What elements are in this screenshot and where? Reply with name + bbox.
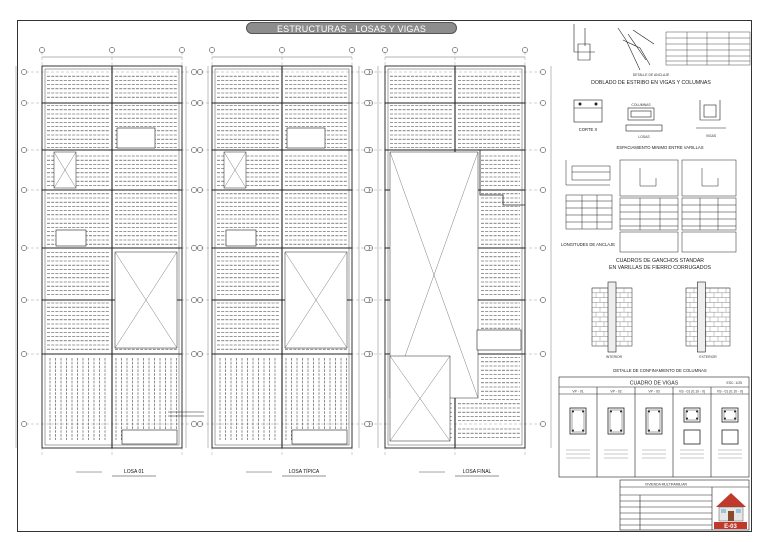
axis-bubble [21, 297, 27, 303]
beam-schedule-scale: ESC. 1/25 [727, 381, 743, 385]
plan-title-losa-01: LOSA 01 [124, 469, 144, 475]
beam-section [718, 407, 742, 459]
hooks-title-1: CUADROS DE GANCHOS STANDAR [616, 258, 704, 264]
corte-x-label: CORTE X [579, 127, 598, 132]
anchorage-detail [565, 160, 613, 230]
axis-bubble [382, 47, 388, 53]
spacing-title: ESPACIAMIENTO MINIMO ENTRE VARILLAS [616, 145, 703, 150]
anchor-detail [573, 24, 655, 71]
floor-plan-losa-01: LOSA 01 [15, 47, 209, 477]
axis-bubble [191, 100, 197, 106]
axis-bubble [364, 100, 370, 106]
axis-bubble [540, 69, 546, 75]
confinement-title: DETALLE DE CONFINAMIENTO DE COLUMNAS [613, 368, 707, 373]
sheet-number: E-03 [724, 524, 737, 530]
axis-bubble [540, 351, 546, 357]
axis-bubble [540, 297, 546, 303]
axis-bubble [21, 69, 27, 75]
beam-col-header: VS - 01 (0.10 - 0) [717, 390, 743, 394]
axis-bubble [364, 187, 370, 193]
axis-bubble [191, 351, 197, 357]
axis-bubble [364, 245, 370, 251]
axis-bubble [364, 351, 370, 357]
floor-plan-losa-tipica: LOSA TÍPICA [185, 47, 379, 477]
columnas-label: COLUMNAS [631, 103, 651, 107]
beam-schedule-title: CUADRO DE VIGAS [630, 381, 679, 387]
beam-col-header: VP - 01 [572, 390, 583, 394]
column-confinement-detail [591, 281, 731, 353]
axis-bubble [21, 421, 27, 427]
sheet-frame [17, 20, 752, 532]
beam-section [604, 407, 628, 459]
axis-bubble [452, 47, 458, 53]
axis-bubble [279, 47, 285, 53]
axis-bubble [349, 47, 355, 53]
beam-col-header: VS - 01 (0.10 - 0) [679, 390, 705, 394]
bar-table [665, 31, 751, 66]
axis-bubble [21, 100, 27, 106]
axis-bubble [21, 245, 27, 251]
beam-col-header: VP - 03 [648, 390, 659, 394]
axis-bubble [540, 421, 546, 427]
axis-bubble [191, 421, 197, 427]
anchor-title-1: DETALLE DE ANCLAJE [633, 73, 670, 77]
beam-col-header: VP - 02 [610, 390, 621, 394]
axis-bubble [191, 245, 197, 251]
axis-bubble [191, 187, 197, 193]
axis-bubble [21, 187, 27, 193]
floor-plans: LOSA 01 LOSA TÍPICA LOSA FINAL [15, 47, 552, 477]
axis-bubble [191, 69, 197, 75]
axis-bubble [540, 147, 546, 153]
axis-bubble [109, 47, 115, 53]
hooks-tables [619, 159, 737, 253]
hooks-title-2: EN VARILLAS DE FIERRO CORRUGADOS [609, 265, 711, 271]
beam-section [642, 407, 666, 459]
axis-bubble [522, 47, 528, 53]
plan-title-losa-final: LOSA FINAL [463, 469, 492, 475]
axis-bubble [540, 245, 546, 251]
axis-bubble [179, 47, 185, 53]
axis-bubble [191, 147, 197, 153]
axis-bubble [540, 187, 546, 193]
beam-section [680, 407, 704, 459]
sheet-title: ESTRUCTURAS - LOSAS Y VIGAS [246, 22, 457, 34]
project-name: VIVIENDA MULTIFAMILIAR [645, 483, 688, 487]
brick-wall-interior [591, 281, 633, 353]
axis-bubble [364, 147, 370, 153]
axis-bubble [21, 147, 27, 153]
beam-sections: VP - 01 VP - 02 VP - 03 VS - 01 (0.10 - 0) V… [566, 390, 743, 459]
axis-bubble [21, 351, 27, 357]
beam-section [566, 407, 590, 459]
title-block [619, 479, 750, 531]
beam-schedule [558, 376, 750, 478]
exterior-label: EXTERIOR [699, 355, 717, 359]
axis-bubble [209, 47, 215, 53]
losas-label: LOSAS [638, 135, 650, 139]
axis-bubble [364, 69, 370, 75]
floor-plan-losa-final: LOSA FINAL [358, 47, 552, 477]
anchor-title-2: DOBLADO DE ESTRIBO EN VIGAS Y COLUMNAS [591, 80, 711, 86]
house-logo-icon [716, 493, 746, 522]
interior-label: INTERIOR [606, 355, 623, 359]
axis-bubble [540, 100, 546, 106]
axis-bubble [364, 421, 370, 427]
axis-bubble [39, 47, 45, 53]
axis-bubble [364, 297, 370, 303]
anchorage-title: LONGITUDES DE ANCLAJE [561, 242, 615, 247]
brick-wall-exterior [685, 281, 731, 353]
vigas-label: VIGAS [706, 134, 717, 138]
plan-title-losa-tipica: LOSA TÍPICA [289, 468, 320, 475]
axis-bubble [191, 297, 197, 303]
corte-x-detail [573, 99, 726, 132]
